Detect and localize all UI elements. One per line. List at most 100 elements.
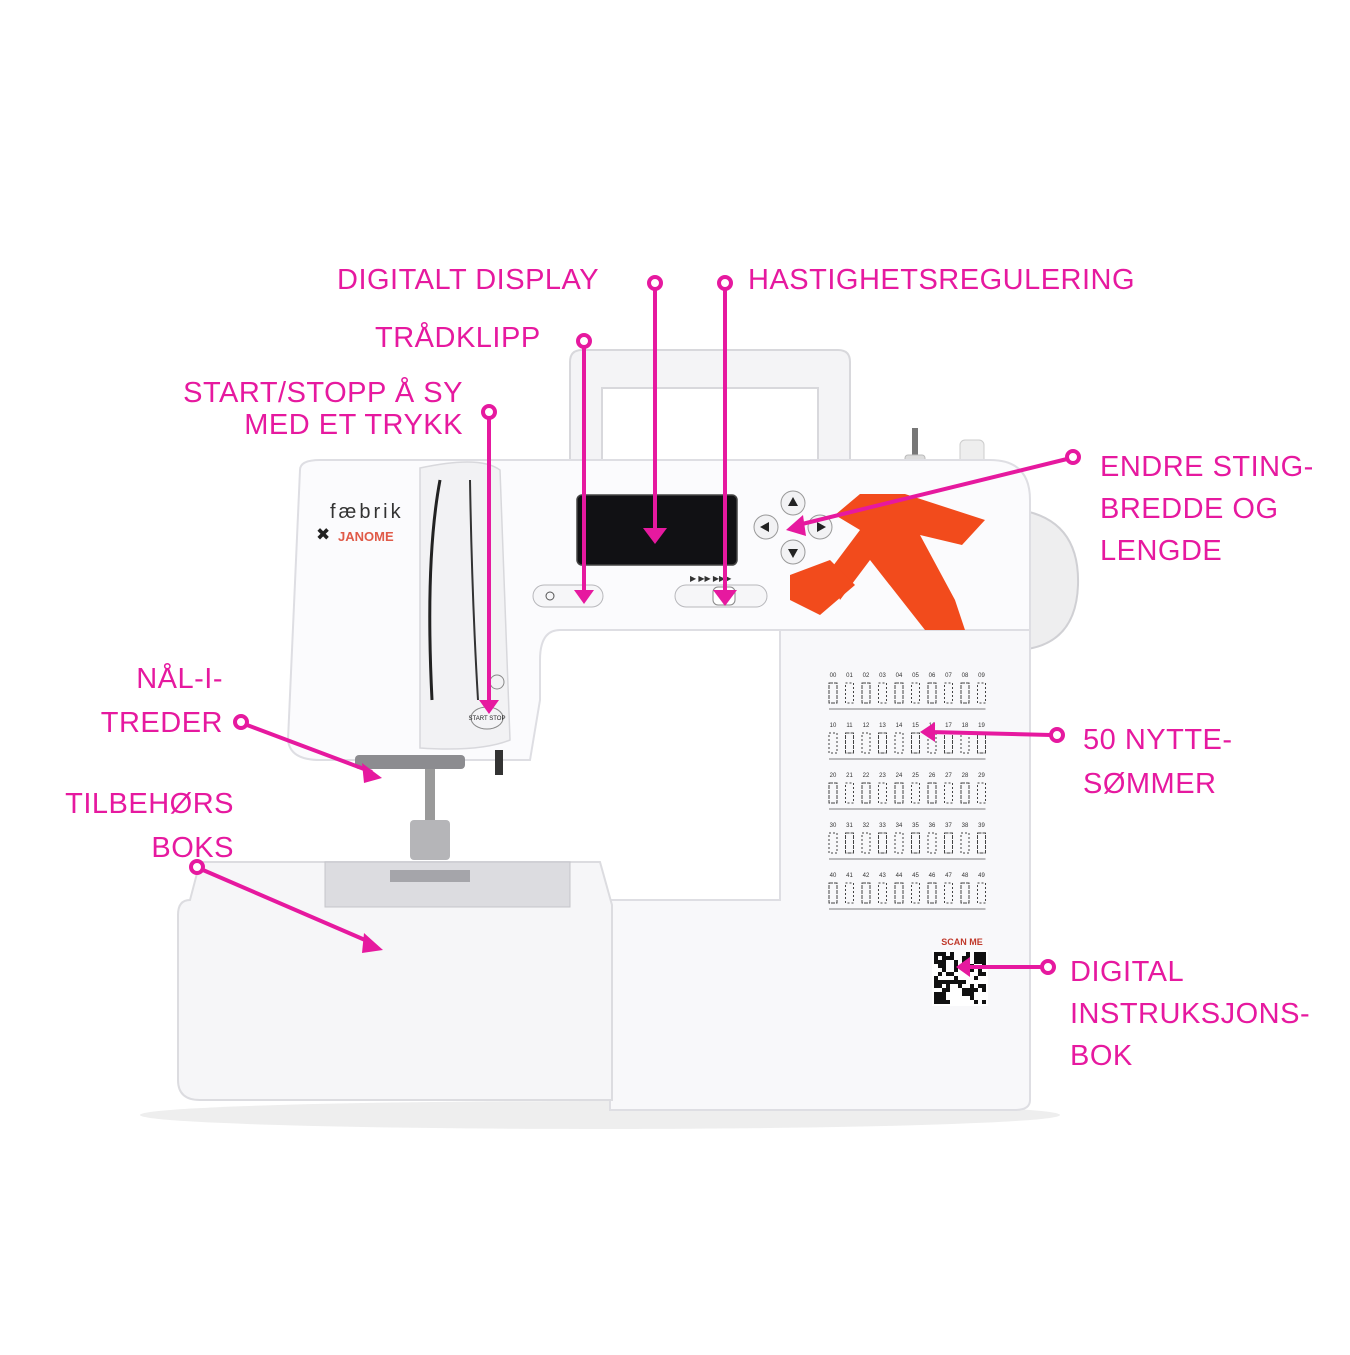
qr-module (962, 980, 966, 984)
qr-module (970, 968, 974, 972)
arrowhead-cutter (574, 590, 594, 604)
stitch-icon (927, 682, 937, 704)
needle-bar (425, 760, 435, 840)
stitch-icon (911, 832, 920, 854)
qr-module (934, 976, 938, 980)
stitch-number: 36 (929, 823, 936, 829)
stitch-icon (861, 732, 871, 754)
qr-module (970, 992, 974, 996)
qr-module (978, 972, 982, 976)
qr-module (954, 968, 958, 972)
brand-janome: JANOME (338, 529, 394, 544)
stitch-number: 01 (846, 673, 853, 679)
stitch-icon (861, 782, 871, 804)
stitch-chart: 0001020304050607080910111213141516171819… (828, 673, 986, 910)
label-stitch-width-line2: BREDDE OG (1100, 493, 1279, 525)
stitch-number: 43 (879, 873, 886, 879)
stitch-number: 10 (830, 723, 837, 729)
stitch-icon (828, 682, 838, 704)
stitch-icon (911, 882, 920, 904)
stitch-number: 25 (912, 773, 919, 779)
stitch-number: 23 (879, 773, 886, 779)
stitch-icon (911, 782, 920, 804)
stitch-icon (828, 782, 838, 804)
label-start-stop-line2: MED ET TRYKK (244, 409, 463, 441)
callout-lines (189, 275, 1081, 975)
label-needle-threader-line2: TREDER (100, 707, 223, 739)
qr-module (958, 980, 962, 984)
stitch-number: 09 (978, 673, 985, 679)
callout-dot-stitch-width (1065, 449, 1081, 465)
qr-module (966, 952, 970, 956)
stitch-icon (845, 882, 854, 904)
label-digital-display: DIGITALT DISPLAY (337, 264, 600, 296)
stitch-icon (894, 682, 904, 704)
stitch-number: 38 (962, 823, 969, 829)
feed-dogs (390, 870, 470, 882)
arrowhead-stitches (920, 722, 935, 742)
label-accessory-box-line2: BOKS (151, 832, 234, 864)
qr-module (942, 988, 946, 992)
brand-fabrik: fæbrik (330, 501, 404, 523)
handwheel (1019, 508, 1080, 652)
reverse-button[interactable] (545, 591, 555, 601)
label-digital-manual: DIGITAL INSTRUKSJONS- BOK (1070, 951, 1310, 1077)
orange-mascot-graphic (830, 494, 985, 630)
stitch-number: 06 (929, 673, 936, 679)
qr-code (932, 950, 988, 1006)
stitch-icon (977, 782, 986, 804)
stitch-icon (828, 732, 838, 754)
callout-line-stitch-width (797, 457, 1068, 527)
qr-module (934, 952, 938, 956)
callout-dot-cutter (576, 333, 592, 349)
stitch-number: 05 (912, 673, 919, 679)
spool-pin (912, 428, 918, 468)
callout-dot-threader (233, 714, 249, 730)
callout-dot-stitches (1049, 727, 1065, 743)
callout-dot-manual (1040, 959, 1056, 975)
stitch-icon (960, 832, 970, 854)
stitch-icon (861, 682, 871, 704)
qr-module (950, 956, 954, 960)
stitch-number: 08 (962, 673, 969, 679)
stitch-number: 44 (896, 873, 903, 879)
qr-module (954, 960, 958, 964)
qr-module (982, 984, 986, 988)
label-start-stop-line1: START/STOPP Å SY (183, 377, 463, 409)
stitch-icon (960, 682, 970, 704)
qr-module (938, 992, 942, 996)
stitch-number: 46 (929, 873, 936, 879)
qr-module (946, 980, 950, 984)
presser-foot (410, 820, 450, 860)
qr-module (942, 960, 946, 964)
label-digital-manual-line3: BOK (1070, 1040, 1133, 1072)
stitch-icon (911, 732, 920, 754)
qr-module (954, 964, 958, 968)
callout-dot-startstop (481, 404, 497, 420)
stitch-number: 13 (879, 723, 886, 729)
qr-module (934, 984, 938, 988)
stitch-number: 48 (962, 873, 969, 879)
label-utility-stitches-line2: SØMMER (1083, 768, 1217, 800)
qr-module (974, 1000, 978, 1004)
stitch-icon (960, 882, 970, 904)
stitch-icon (894, 882, 904, 904)
qr-module (942, 968, 946, 972)
carry-handle (569, 349, 851, 471)
stitch-icon (845, 682, 854, 704)
needle-plate (324, 861, 571, 908)
stitch-icon (894, 832, 904, 854)
qr-module (982, 952, 986, 956)
stitch-number: 41 (846, 873, 853, 879)
qr-module (950, 972, 954, 976)
stitch-icon (845, 732, 854, 754)
stitch-icon (927, 832, 937, 854)
orange-graphic-part (790, 560, 855, 615)
qr-module (938, 1000, 942, 1004)
qr-module (950, 952, 954, 956)
stitch-number: 14 (896, 723, 903, 729)
callout-dot-speed (717, 275, 733, 291)
stitch-number: 42 (863, 873, 870, 879)
scan-me-label: SCAN ME (941, 937, 983, 947)
label-accessory-box-line1: TILBEHØRS (65, 788, 234, 820)
